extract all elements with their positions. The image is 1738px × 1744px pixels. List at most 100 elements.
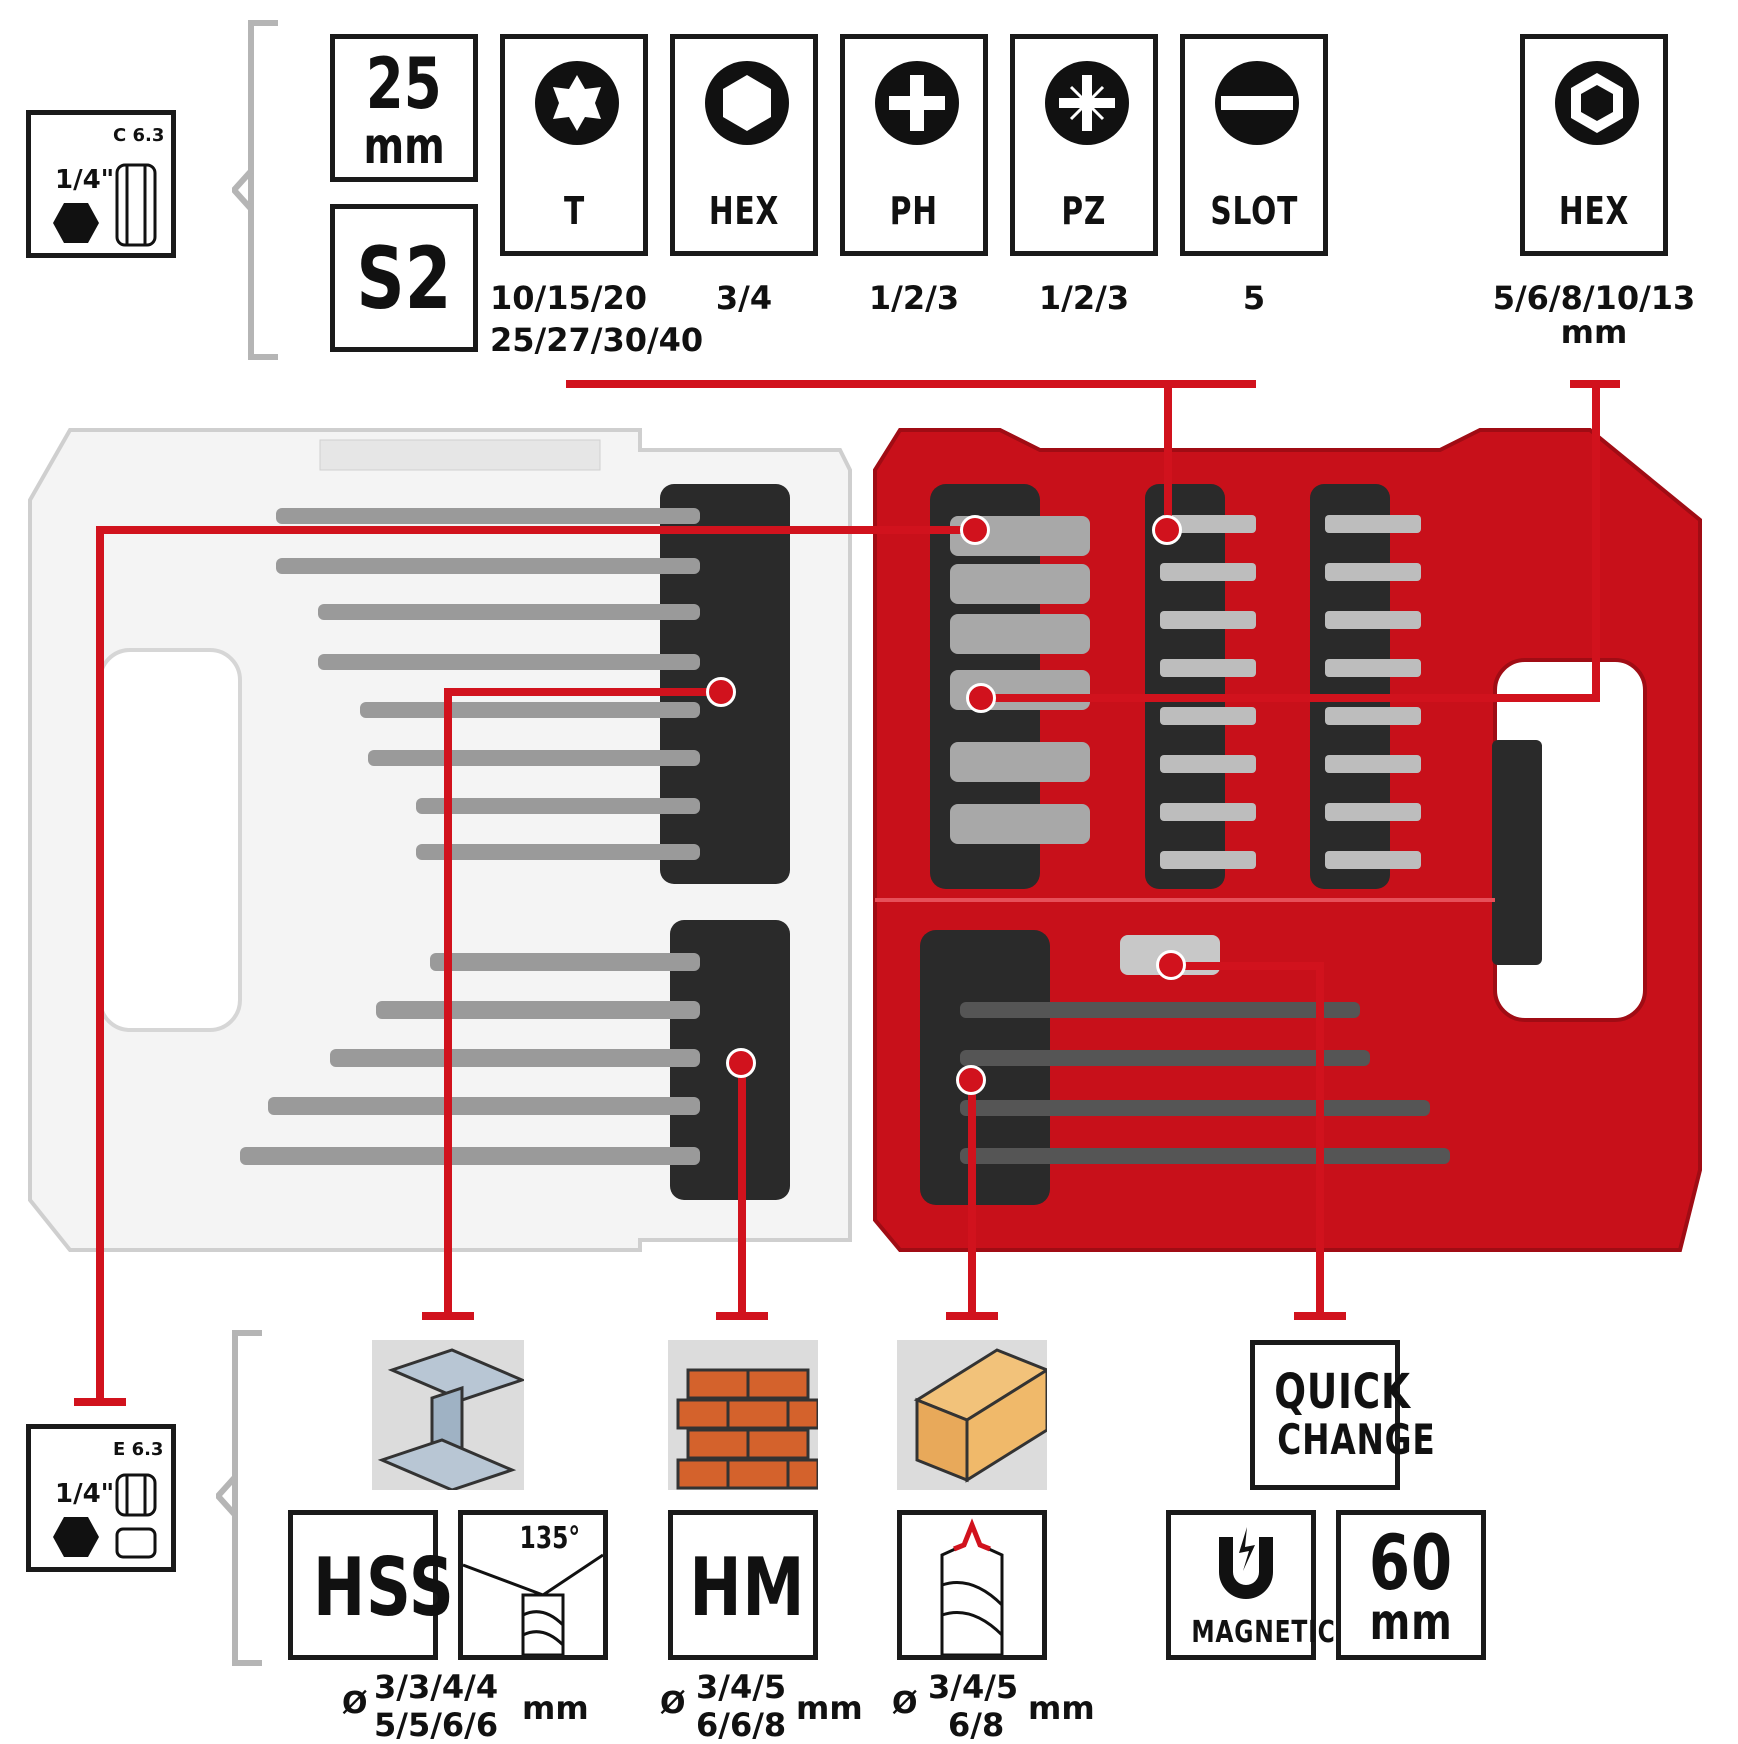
hm-diameters-1: 3/4/5 [696, 1668, 787, 1706]
shank-profile-icon [115, 163, 157, 247]
bit-label-slot: SLOT [1210, 189, 1298, 233]
torx-sizes-2: 25/27/30/40 [490, 321, 704, 359]
length-25mm-box: 25 mm [330, 34, 478, 182]
drill-angle-box: 135° [458, 1510, 608, 1660]
callout-dot-bits [1152, 515, 1182, 545]
brad-point-drill-icon [940, 1518, 1004, 1655]
hss-drill-bit [368, 750, 700, 766]
hm-drill-bit [268, 1097, 700, 1115]
length-value: 25 [365, 43, 442, 125]
shank-groove-icon [115, 1473, 157, 1559]
hss-drill-bit [416, 844, 700, 860]
hm-drill-bit [430, 953, 700, 971]
drill-tip-angle-icon [463, 1553, 603, 1655]
brick-wall-icon [668, 1340, 818, 1490]
screwdriver-bit [1325, 611, 1421, 629]
bit-type-hex: HEX [670, 34, 818, 256]
angle-label: 135° [519, 1521, 581, 1556]
hss-unit: mm [522, 1689, 589, 1727]
screwdriver-bit [1325, 563, 1421, 581]
length-unit: mm [363, 117, 445, 175]
bit-type-phillips: PH [840, 34, 988, 256]
hex-shank-icon [53, 203, 99, 243]
hss-diameters-2: 5/5/6/6 [374, 1706, 499, 1744]
shank-size-label: 1/4" [55, 165, 115, 195]
material-label: S2 [356, 229, 452, 329]
hss-diameters-1: 3/3/4/4 [374, 1668, 499, 1706]
shank-standard-label: C 6.3 [113, 125, 165, 146]
hss-drill-bit [360, 702, 700, 718]
hss-box: HSS [288, 1510, 454, 1660]
holder-length-value: 60 [1368, 1518, 1454, 1607]
ph-sizes: 1/2/3 [868, 279, 960, 317]
bit-type-pozidriv: PZ [1010, 34, 1158, 256]
bit-type-slot: SLOT [1180, 34, 1328, 256]
steel-beam-icon [372, 1340, 524, 1490]
wood-drill-bit [960, 1148, 1450, 1164]
hss-drill-bit [318, 654, 700, 670]
torx-sizes-1: 10/15/20 [490, 279, 647, 317]
shank-c63-box: C 6.3 1/4" [26, 110, 176, 258]
torx-icon [535, 61, 619, 145]
nut-driver-socket [950, 564, 1090, 604]
top-bracket [248, 20, 254, 360]
callout-dot-hm [726, 1048, 756, 1078]
bit-holder-1 [1145, 484, 1225, 889]
shank-e63-box: E 6.3 1/4" [26, 1424, 176, 1572]
callout-dot-wood [956, 1065, 986, 1095]
screwdriver-bit [1325, 851, 1421, 869]
bit-holder-2 [1310, 484, 1390, 889]
holder-length-box: 60 mm [1336, 1510, 1486, 1660]
screwdriver-bit [1325, 755, 1421, 773]
callout-dot-shank [960, 515, 990, 545]
screwdriver-bit [1160, 755, 1256, 773]
hm-box: HM [668, 1510, 818, 1660]
change-label: CHANGE [1277, 1415, 1436, 1464]
diameter-symbol-wood: Ø [892, 1686, 918, 1721]
nut-driver-unit: mm [1560, 313, 1628, 351]
magnetic-label: MAGNETIC [1191, 1615, 1336, 1650]
hex-sizes: 3/4 [715, 279, 773, 317]
hss-drill-bit [276, 558, 700, 574]
magnetic-box: MAGNETIC [1166, 1510, 1335, 1660]
callout-dot-nuts [966, 683, 996, 713]
hm-unit: mm [796, 1689, 863, 1727]
bottom-bracket [232, 1330, 238, 1666]
wood-drill-bit [960, 1050, 1370, 1066]
hex-nut-icon [1555, 61, 1639, 145]
phillips-icon [875, 61, 959, 145]
material-s2-box: S2 [330, 204, 478, 352]
nut-driver-label: HEX [1558, 189, 1630, 233]
hss-drill-bit [276, 508, 700, 524]
slot-sizes: 5 [1242, 279, 1266, 317]
nut-driver-socket [950, 614, 1090, 654]
nut-driver-hex: HEX [1520, 34, 1668, 256]
screwdriver-bit [1325, 707, 1421, 725]
screwdriver-bit [1160, 515, 1256, 533]
diameter-symbol-hss: Ø [342, 1686, 368, 1721]
hex-icon [705, 61, 789, 145]
nut-driver-sizes: 5/6/8/10/13 [1492, 279, 1696, 317]
hss-drill-bit [318, 604, 700, 620]
screwdriver-bit [1160, 707, 1256, 725]
bit-type-torx: T [500, 34, 648, 256]
diameter-symbol-hm: Ø [660, 1686, 686, 1721]
screwdriver-bit [1325, 803, 1421, 821]
pz-sizes: 1/2/3 [1038, 279, 1130, 317]
bit-label-pz: PZ [1061, 189, 1107, 233]
bit-label-hex: HEX [708, 189, 780, 233]
pozidriv-icon [1045, 61, 1129, 145]
screwdriver-bit [1325, 659, 1421, 677]
nut-driver-socket [950, 742, 1090, 782]
hss-drill-bit [416, 798, 700, 814]
bit-holder-clip [1492, 740, 1542, 965]
screwdriver-bit [1325, 515, 1421, 533]
shank-size-label-bottom: 1/4" [55, 1479, 115, 1509]
wood-drill-bit [960, 1002, 1360, 1018]
hm-label: HM [689, 1541, 806, 1634]
callout-dot-quick [1156, 950, 1186, 980]
callout-dot-hss [706, 677, 736, 707]
wood-plank-icon [897, 1340, 1047, 1490]
hex-shank-icon-bottom [53, 1517, 99, 1557]
